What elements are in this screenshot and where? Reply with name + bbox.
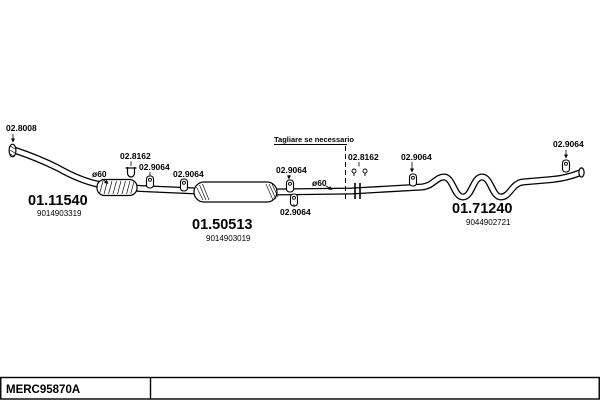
- bolt-icon: [362, 168, 368, 177]
- flex-section: [96, 178, 138, 197]
- tailpipe-end-icon: [578, 167, 585, 178]
- part-ref-front-pipe: 9014903319: [37, 209, 82, 218]
- leader-line: [325, 185, 333, 190]
- hanger-icon: [179, 178, 189, 192]
- front-flange-icon: [8, 143, 17, 158]
- part-label-hanger-4: 02.9064: [280, 207, 311, 217]
- hanger-icon: [561, 159, 571, 173]
- part-label-hanger-6: 02.9064: [553, 139, 584, 149]
- part-number-rear-pipe: 01.71240: [452, 201, 512, 217]
- part-ref-rear-pipe: 9044902721: [466, 218, 511, 227]
- drawing-code: MERC95870A: [6, 384, 80, 396]
- diameter-label-front: ø60: [92, 169, 107, 179]
- title-block: MERC95870A: [0, 376, 600, 400]
- hanger-icon: [145, 175, 155, 189]
- cut-note-label: Tagliare se necessario: [274, 135, 354, 144]
- front-pipe-drawing: [12, 146, 198, 195]
- diameter-label-mid: ø60: [312, 178, 327, 188]
- part-label-hanger-5: 02.9064: [401, 152, 432, 162]
- part-label-clamp-front: 02.8162: [120, 151, 151, 161]
- hanger-icon: [408, 173, 418, 187]
- bolt-icon: [351, 168, 357, 177]
- leader-line: [101, 178, 109, 184]
- part-label-hanger-3: 02.9064: [276, 165, 307, 175]
- part-label-hanger-2: 02.9064: [173, 169, 204, 179]
- rear-pipe-drawing: [274, 169, 583, 201]
- part-ref-center-muffler: 9014903019: [206, 234, 251, 243]
- part-number-center-muffler: 01.50513: [192, 217, 252, 233]
- part-number-front-pipe: 01.11540: [28, 193, 88, 209]
- hanger-icon: [285, 179, 295, 193]
- part-label-flange-joint: 02.8162: [348, 152, 379, 162]
- part-label-hanger-1: 02.9064: [139, 162, 170, 172]
- flange-joint-icon: [351, 168, 368, 199]
- clamp-icon: [124, 166, 138, 178]
- part-label-front-flange: 02.8008: [6, 123, 37, 133]
- center-muffler-drawing: [193, 181, 279, 203]
- cut-line: [274, 144, 347, 199]
